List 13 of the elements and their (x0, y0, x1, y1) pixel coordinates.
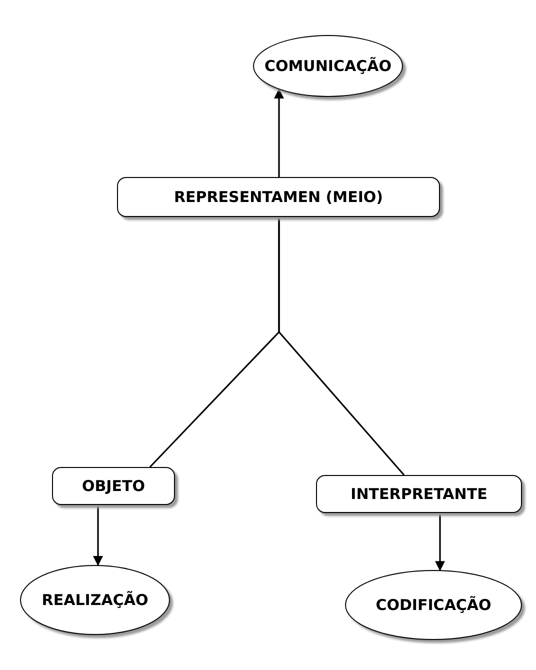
node-label: OBJETO (82, 477, 145, 495)
concept-box (117, 177, 440, 217)
concept-box (316, 475, 522, 513)
node-label: COMUNICAÇÃO (264, 57, 392, 75)
concept-box (52, 467, 175, 505)
node-label: INTERPRETANTE (350, 485, 488, 503)
arrow (435, 513, 445, 572)
node-label: CODIFICAÇÃO (376, 596, 492, 614)
connector-line (278, 217, 405, 476)
arrow (93, 505, 103, 566)
arrow (274, 88, 284, 177)
node-label: REALIZAÇÃO (42, 591, 148, 609)
node-label: REPRESENTAMEN (MEIO) (174, 188, 384, 206)
